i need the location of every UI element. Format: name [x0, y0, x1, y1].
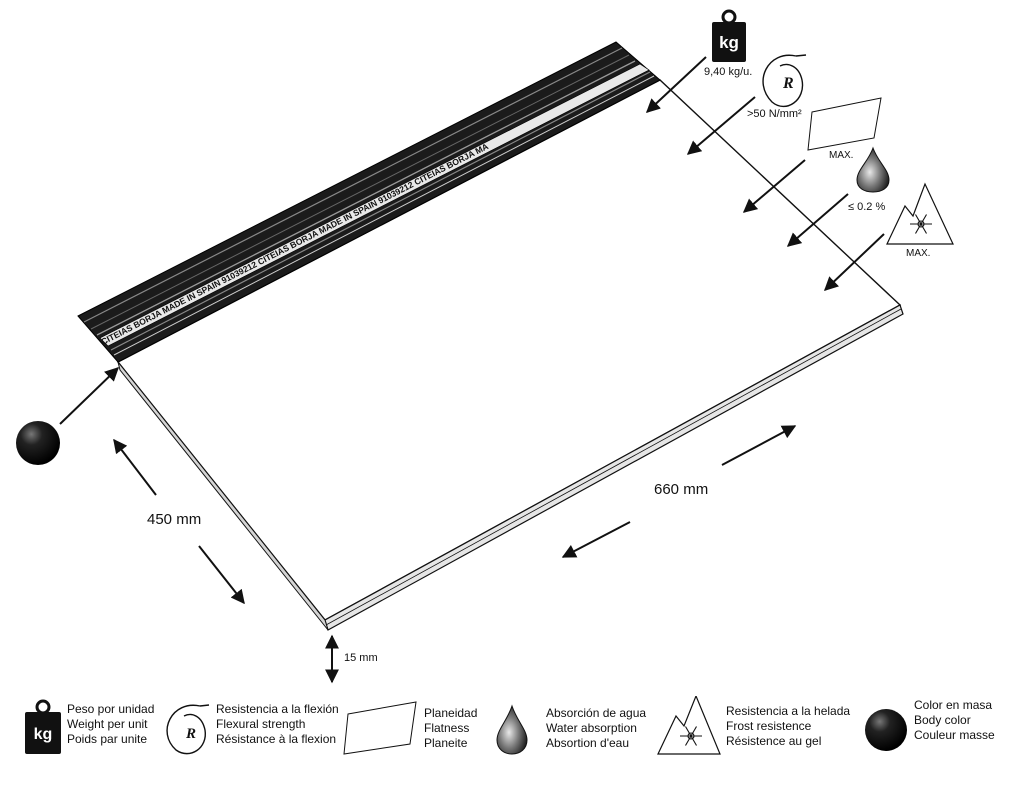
weight-arrow	[645, 56, 707, 113]
legend-kg-glyph: kg	[34, 726, 53, 743]
kg-weight-icon: kg	[25, 699, 61, 754]
legend-absorption-es: Absorción de agua	[546, 706, 647, 720]
legend-r-glyph: R	[185, 726, 196, 742]
parallelogram-icon	[343, 701, 417, 755]
black-sphere-icon	[865, 709, 907, 751]
legend-absorption-fr: Absortion d'eau	[546, 736, 630, 750]
absorption-value: ≤ 0.2 %	[848, 201, 886, 213]
frost-arrow	[823, 233, 885, 291]
width-arrow-down	[198, 545, 245, 605]
kg-weight-icon: kg	[712, 9, 746, 62]
dimension-arrows	[113, 425, 797, 684]
legend-color-fr: Couleur masse	[914, 728, 995, 742]
length-arrow-left	[561, 521, 631, 558]
legend-weight-en: Weight per unit	[67, 717, 148, 731]
sigma-r-icon: R	[762, 54, 807, 108]
legend-flexural-fr: Résistance à la flexion	[216, 732, 337, 746]
length-dimension: 660 mm	[654, 481, 709, 498]
legend-flexural-en: Flexural strength	[216, 717, 306, 731]
width-arrow-up	[113, 438, 157, 496]
flatness-arrow	[742, 159, 806, 213]
sigma-r-icon: R	[166, 704, 210, 755]
tile-slab	[116, 79, 904, 631]
water-drop-icon	[496, 704, 528, 755]
r-glyph: R	[782, 75, 794, 92]
legend-flatness-es: Planeidad	[424, 706, 478, 720]
snowflake-mountain-icon	[657, 696, 721, 755]
black-sphere-icon	[16, 421, 60, 465]
weight-value: 9,40 kg/u.	[704, 66, 753, 78]
legend-absorption-en: Water absorption	[546, 721, 637, 735]
legend-weight-es: Peso por unidad	[67, 702, 155, 716]
legend-frost-es: Resistencia a la helada	[726, 704, 851, 718]
thickness-dimension: 15 mm	[344, 652, 378, 664]
color-arrow	[59, 367, 120, 425]
tile-technical-drawing: CITEIAS BORJA MADE IN SPAIN 91039212 CIT…	[16, 9, 954, 684]
water-drop-icon	[856, 146, 890, 193]
snowflake-mountain-icon	[886, 182, 954, 245]
length-arrow-right	[721, 425, 797, 466]
parallelogram-icon	[807, 97, 882, 151]
flexural-value: >50 N/mm²	[747, 108, 802, 120]
legend-color-en: Body color	[914, 713, 971, 727]
flexural-arrow	[686, 96, 756, 155]
legend: kg Peso por unidad Weight per unit Poids…	[0, 694, 1024, 764]
width-dimension: 450 mm	[147, 511, 202, 528]
legend-flexural-es: Resistencia a la flexión	[216, 702, 339, 716]
absorption-arrow	[786, 193, 849, 247]
legend-weight-fr: Poids par unite	[67, 732, 148, 746]
legend-frost-en: Frost resistence	[726, 719, 812, 733]
legend-flatness-fr: Planeite	[424, 736, 468, 750]
legend-flatness-en: Flatness	[424, 721, 470, 735]
property-arrows	[59, 56, 885, 425]
kg-glyph: kg	[719, 33, 739, 52]
legend-frost-fr: Résistence au gel	[726, 734, 822, 748]
frost-value: MAX.	[906, 248, 931, 259]
flatness-value: MAX.	[829, 150, 854, 161]
legend-color-es: Color en masa	[914, 698, 993, 712]
